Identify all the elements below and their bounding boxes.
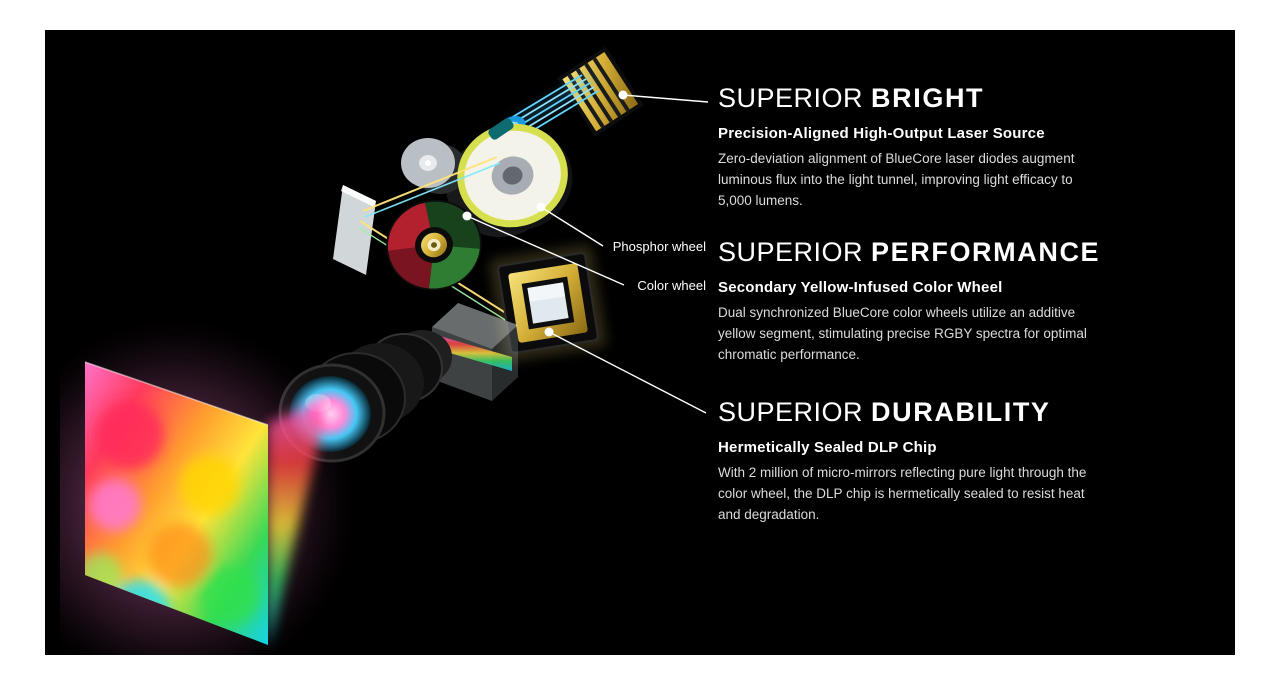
projector-light-engine-illustration [60, 46, 644, 655]
title-light-part: SUPERIOR [718, 237, 864, 267]
section-performance-title: SUPERIOR PERFORMANCE [718, 238, 1116, 266]
projected-light-cone [268, 401, 322, 647]
title-bold-part: PERFORMANCE [871, 237, 1101, 267]
section-durability-subtitle: Hermetically Sealed DLP Chip [718, 439, 937, 457]
section-bright-body: Zero-deviation alignment of BlueCore las… [718, 151, 1075, 209]
section-superior-bright: SUPERIOR BRIGHT Precision-Aligned High-O… [718, 84, 1116, 212]
fold-mirror [333, 185, 376, 275]
title-bold-part: DURABILITY [871, 397, 1051, 427]
phosphor-wheel-label: Phosphor wheel [612, 239, 706, 254]
title-light-part: SUPERIOR [718, 83, 864, 113]
title-light-part: SUPERIOR [718, 397, 864, 427]
section-bright-title: SUPERIOR BRIGHT [718, 84, 1116, 112]
section-performance-subtitle: Secondary Yellow-Infused Color Wheel [718, 279, 1003, 297]
section-durability-title: SUPERIOR DURABILITY [718, 398, 1116, 426]
section-superior-performance: SUPERIOR PERFORMANCE Secondary Yellow-In… [718, 238, 1116, 366]
section-superior-durability: SUPERIOR DURABILITY Hermetically Sealed … [718, 398, 1116, 526]
section-performance-body: Dual synchronized BlueCore color wheels … [718, 305, 1087, 363]
secondary-wheel [401, 138, 467, 194]
section-durability-body: With 2 million of micro-mirrors reflecti… [718, 465, 1087, 523]
prism-assembly [432, 303, 518, 401]
color-wheel-label: Color wheel [637, 278, 706, 293]
title-bold-part: BRIGHT [871, 83, 985, 113]
section-bright-subtitle: Precision-Aligned High-Output Laser Sour… [718, 125, 1045, 143]
